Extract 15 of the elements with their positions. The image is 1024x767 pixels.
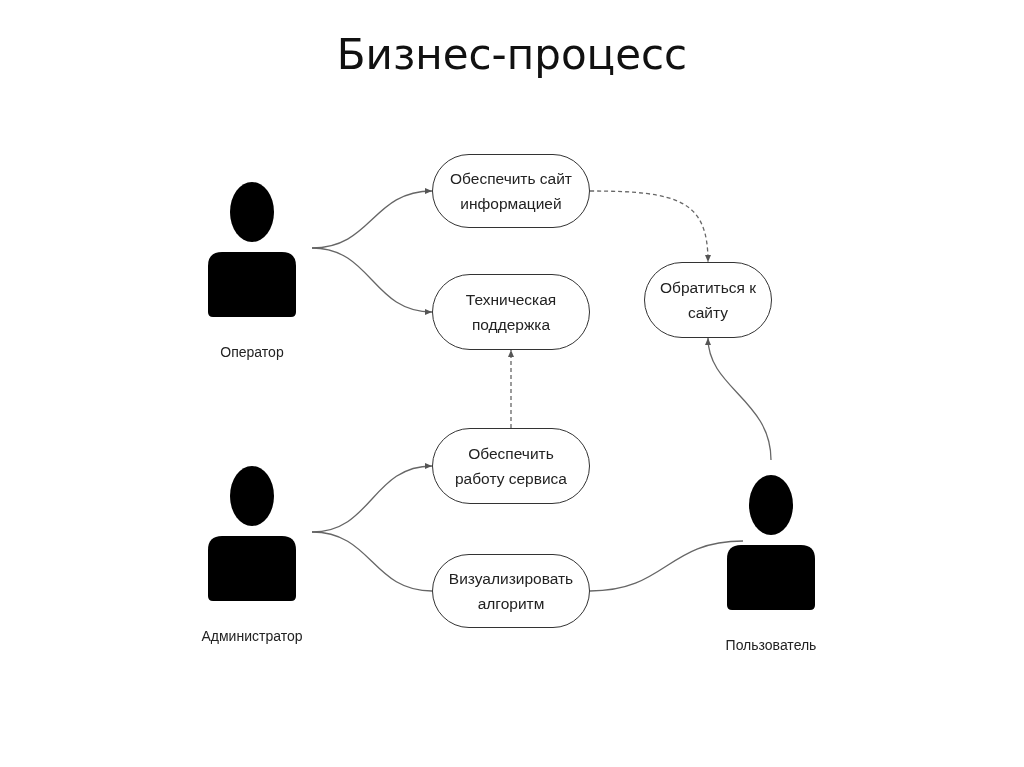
arrow [311, 247, 433, 315]
actor-label: Оператор [219, 344, 285, 360]
process-text: Обеспечить работу сервиса [454, 444, 568, 489]
actor-label: Пользователь [724, 637, 818, 653]
actor-label: Администратор [200, 628, 304, 644]
arrow [705, 337, 772, 461]
process-text: Обратиться к сайту [659, 278, 757, 323]
arrow [589, 190, 711, 263]
process-text: Обеспечить сайт информацией [449, 169, 573, 214]
process-text: Техническая поддержка [464, 290, 558, 335]
connector-line [589, 540, 744, 592]
process-text: Визуализировать алгоритм [447, 569, 575, 614]
connector-line [311, 531, 433, 592]
title: Бизнес-процесс [335, 30, 689, 79]
arrow [508, 349, 514, 429]
